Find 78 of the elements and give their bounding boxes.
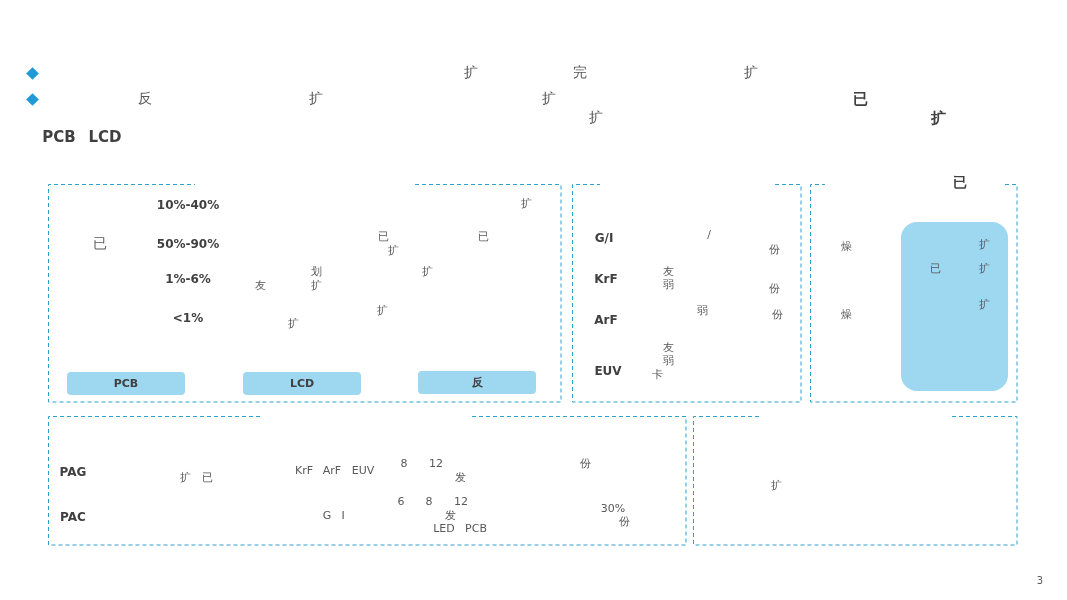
intro-text: 完 — [573, 64, 587, 82]
panel-text: 10%-40% — [156, 197, 220, 213]
panel-text: 已 — [953, 173, 967, 191]
panel-text: 扩 — [376, 304, 388, 318]
panel-text: 50%-90% — [156, 236, 220, 252]
panel-text: 已 — [377, 230, 389, 244]
panel-text: / — [707, 228, 711, 242]
panel-text: EUV — [351, 464, 375, 478]
panel-text: 30% — [600, 502, 626, 516]
panel-text: 已 — [477, 230, 489, 244]
panel-text: 发 — [454, 471, 466, 485]
dashed-panel — [693, 416, 1018, 546]
panel-text: 友 — [662, 265, 674, 279]
panel-text: 12 — [454, 495, 468, 509]
intro-text: 扩 — [542, 90, 556, 108]
panel-text: 发 — [444, 509, 456, 523]
panel-text: 份 — [768, 282, 780, 296]
intro-text: 反 — [138, 90, 152, 108]
panel-text: 扩 — [387, 244, 399, 258]
panel-text: 燥 — [840, 240, 852, 254]
intro-text: 扩 — [464, 64, 478, 82]
highlight-card — [901, 222, 1008, 391]
category-tag: 反 — [418, 371, 536, 394]
panel-text: 份 — [771, 308, 783, 322]
panel-text: PCB — [465, 522, 487, 536]
category-tag: PCB — [67, 372, 185, 395]
panel-text: EUV — [594, 363, 622, 379]
panel-text: 已 — [929, 262, 941, 276]
panel-text: 扩 — [978, 238, 990, 252]
panel-text: 8 — [425, 495, 433, 509]
panel-text: 份 — [768, 243, 780, 257]
panel-text: 已 — [201, 471, 213, 485]
panel-text: LED — [433, 522, 455, 536]
panel-text: 卡 — [651, 368, 663, 382]
panel-text: I — [341, 509, 345, 523]
panel-text: KrF — [294, 464, 314, 478]
panel-text: PAC — [60, 509, 86, 525]
panel-text: 友 — [254, 279, 266, 293]
intro-text: 已 — [852, 89, 868, 109]
panel-text: 1%-6% — [165, 271, 211, 287]
panel-text: 8 — [400, 457, 408, 471]
panel-text: 弱 — [662, 278, 674, 292]
intro-text: PCB — [42, 128, 76, 146]
panel-text: 扩 — [978, 298, 990, 312]
panel-text: 扩 — [179, 471, 191, 485]
panel-text: 燥 — [840, 308, 852, 322]
panel-text: 扩 — [520, 197, 532, 211]
panel-text: 弱 — [696, 304, 708, 318]
panel-text: 扩 — [287, 317, 299, 331]
panel-text: 份 — [579, 457, 591, 471]
panel-text: KrF — [594, 271, 618, 287]
panel-text: <1% — [172, 310, 204, 326]
panel-text: 6 — [397, 495, 405, 509]
panel-text: 扩 — [770, 479, 782, 493]
dashed-panel — [48, 416, 687, 546]
panel-text: ArF — [594, 312, 618, 328]
panel-text: G — [322, 509, 332, 523]
panel-text: 已 — [93, 234, 107, 252]
intro-text: 扩 — [744, 64, 758, 82]
category-tag: LCD — [243, 372, 361, 395]
panel-text: PAG — [59, 464, 87, 480]
panel-text: 弱 — [662, 354, 674, 368]
panel-text: 份 — [618, 515, 630, 529]
dashed-panel — [48, 184, 562, 403]
intro-text: 扩 — [930, 108, 946, 128]
intro-text: 扩 — [589, 109, 603, 127]
intro-text: LCD — [88, 128, 122, 146]
panel-text: 友 — [662, 341, 674, 355]
intro-text: 扩 — [309, 90, 323, 108]
panel-text: 扩 — [310, 279, 322, 293]
dashed-panel — [572, 184, 802, 403]
panel-text: 划 — [310, 265, 322, 279]
panel-text: 12 — [429, 457, 443, 471]
panel-text: 扩 — [421, 265, 433, 279]
page-number: 3 — [1036, 574, 1044, 586]
panel-text: G/I — [594, 230, 614, 246]
panel-text: 扩 — [978, 262, 990, 276]
panel-text: ArF — [322, 464, 342, 478]
